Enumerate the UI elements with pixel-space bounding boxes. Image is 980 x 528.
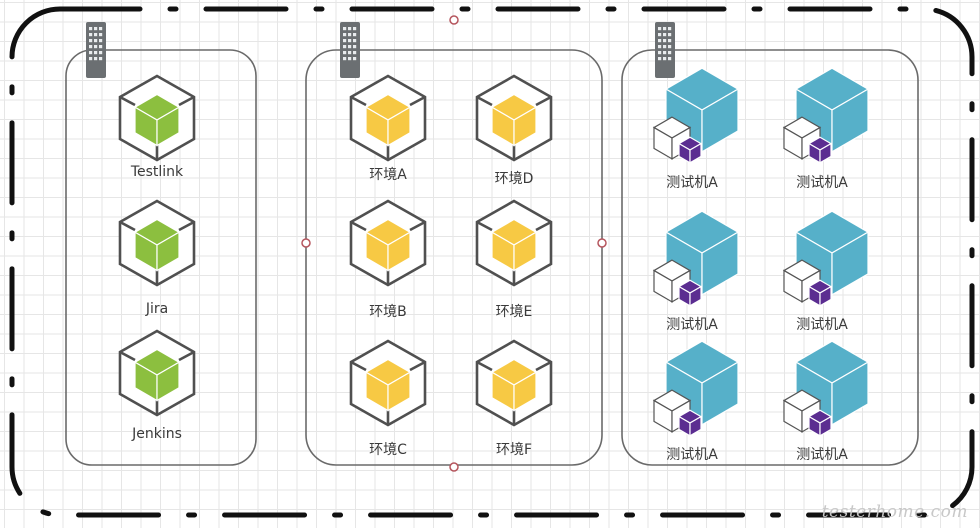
node-environments[interactable] xyxy=(475,74,553,162)
cube-outline-icon xyxy=(118,329,196,417)
node-test-machines[interactable] xyxy=(652,340,740,437)
node-label: Jenkins xyxy=(132,426,182,442)
cube-outline-icon xyxy=(475,199,553,287)
node-environments[interactable] xyxy=(475,339,553,427)
node-test-machines[interactable] xyxy=(652,67,740,164)
cube-outline-icon xyxy=(349,339,427,427)
group-container-tools[interactable] xyxy=(65,49,257,466)
building-icon xyxy=(340,22,360,78)
cube-outline-icon xyxy=(475,74,553,162)
cube-outline-icon xyxy=(475,339,553,427)
node-test-machines[interactable] xyxy=(782,340,870,437)
node-label: 测试机A xyxy=(796,175,848,191)
cube-outline-icon xyxy=(349,199,427,287)
node-label: 环境A xyxy=(369,167,407,183)
node-label: Jira xyxy=(145,301,169,317)
connection-point-bottom[interactable] xyxy=(449,462,459,472)
node-label: 环境E xyxy=(495,304,533,320)
building-icon xyxy=(86,22,106,78)
group-container-test-machines[interactable] xyxy=(621,49,919,466)
node-tools[interactable] xyxy=(118,74,196,162)
node-label: 环境C xyxy=(369,442,407,458)
node-label: Testlink xyxy=(130,164,184,180)
node-environments[interactable] xyxy=(349,199,427,287)
node-label: 环境D xyxy=(494,171,534,187)
node-test-machines[interactable] xyxy=(652,210,740,307)
node-tools[interactable] xyxy=(118,199,196,287)
cube-outline-icon xyxy=(349,74,427,162)
node-test-machines[interactable] xyxy=(782,210,870,307)
node-label: 测试机A xyxy=(796,447,848,463)
node-tools[interactable] xyxy=(118,329,196,417)
connection-point-left[interactable] xyxy=(301,238,311,248)
cube-outline-icon xyxy=(118,74,196,162)
server-cubes-icon xyxy=(652,67,740,164)
server-cubes-icon xyxy=(782,210,870,307)
node-label: 测试机A xyxy=(666,447,718,463)
server-cubes-icon xyxy=(782,340,870,437)
node-label: 环境B xyxy=(369,304,407,320)
server-cubes-icon xyxy=(652,340,740,437)
node-environments[interactable] xyxy=(475,199,553,287)
connection-point-right[interactable] xyxy=(597,238,607,248)
node-environments[interactable] xyxy=(349,74,427,162)
node-label: 测试机A xyxy=(796,317,848,333)
server-cubes-icon xyxy=(782,67,870,164)
node-label: 测试机A xyxy=(666,175,718,191)
node-label: 环境F xyxy=(495,442,533,458)
watermark: testerhome.com xyxy=(821,502,968,522)
node-test-machines[interactable] xyxy=(782,67,870,164)
node-label: 测试机A xyxy=(666,317,718,333)
server-cubes-icon xyxy=(652,210,740,307)
cube-outline-icon xyxy=(118,199,196,287)
building-icon xyxy=(655,22,675,78)
connection-point-top[interactable] xyxy=(449,15,459,25)
node-environments[interactable] xyxy=(349,339,427,427)
